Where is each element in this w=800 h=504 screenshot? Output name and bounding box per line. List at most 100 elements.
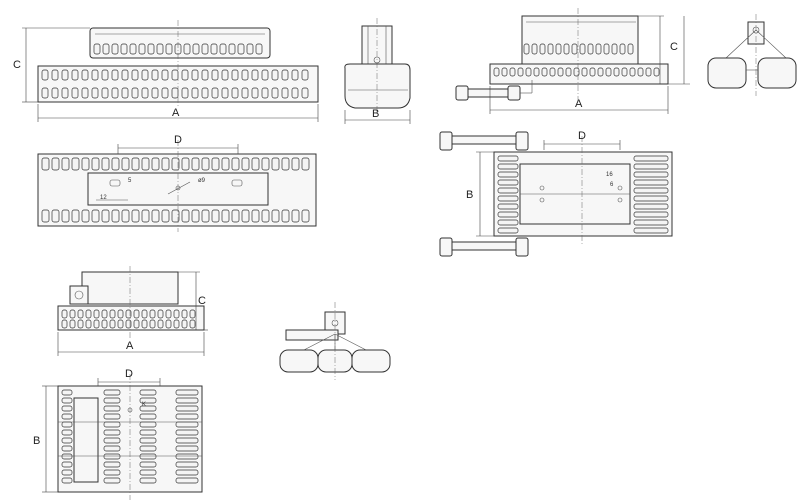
heatsink-fin: [61, 389, 73, 396]
dim-label-c: C: [198, 295, 206, 307]
heatsink-fin: [557, 67, 564, 77]
heatsink-fin: [103, 413, 121, 420]
heatsink-fin: [109, 319, 116, 329]
heatsink-fin: [571, 43, 578, 55]
heatsink-fin: [93, 309, 100, 319]
heatsink-fin: [131, 87, 139, 99]
heatsink-fin: [211, 209, 220, 223]
heatsink-fin: [61, 319, 68, 329]
heatsink-fin: [221, 87, 229, 99]
heatsink-fin: [271, 157, 280, 171]
view1-side-elevation: B: [344, 18, 411, 124]
heatsink-fin: [141, 87, 149, 99]
dim-label-b: B: [466, 189, 473, 201]
heatsink-fin: [111, 69, 119, 81]
heatsink-fin: [549, 67, 556, 77]
heatsink-fin: [281, 69, 289, 81]
heatsink-fin: [93, 319, 100, 329]
heatsink-fin: [139, 461, 157, 468]
heatsink-fin: [603, 43, 610, 55]
heatsink-fin: [103, 469, 121, 476]
heatsink-fin: [241, 87, 249, 99]
heatsink-fin: [141, 157, 150, 171]
heatsink-fin: [611, 43, 618, 55]
heatsink-fin: [61, 405, 73, 412]
heatsink-fin: [61, 469, 73, 476]
heatsink-fin: [141, 209, 150, 223]
heatsink-fin: [589, 67, 596, 77]
heatsink-fin: [547, 43, 554, 55]
view1-front-elevation: C A: [13, 20, 319, 122]
heatsink-fin: [156, 43, 164, 55]
heatsink-fin: [221, 69, 229, 81]
heatsink-fin: [633, 179, 669, 186]
heatsink-fin: [201, 87, 209, 99]
heatsink-fin: [301, 69, 309, 81]
heatsink-fin: [653, 67, 660, 77]
view1-plan-label-b: 12: [100, 195, 107, 201]
heatsink-fin: [581, 67, 588, 77]
heatsink-fin: [69, 319, 76, 329]
heatsink-fin: [261, 157, 270, 171]
heatsink-fin: [41, 157, 50, 171]
heatsink-fin: [103, 461, 121, 468]
heatsink-fin: [61, 437, 73, 444]
heatsink-fin: [81, 87, 89, 99]
heatsink-fin: [201, 43, 209, 55]
dim-label-b: B: [372, 108, 379, 120]
heatsink-fin: [149, 319, 156, 329]
heatsink-fin: [61, 69, 69, 81]
heatsink-fin: [175, 461, 199, 468]
view3-front-elevation: C A: [57, 266, 208, 356]
heatsink-fin: [131, 157, 140, 171]
heatsink-fin: [71, 157, 80, 171]
heatsink-fin: [61, 445, 73, 452]
heatsink-fin: [141, 69, 149, 81]
heatsink-fin: [171, 157, 180, 171]
heatsink-fin: [139, 421, 157, 428]
heatsink-fin: [175, 445, 199, 452]
heatsink-fin: [201, 157, 210, 171]
heatsink-fin: [139, 469, 157, 476]
heatsink-fin: [241, 157, 250, 171]
heatsink-fin: [281, 157, 290, 171]
heatsink-fin: [121, 69, 129, 81]
heatsink-fin: [139, 397, 157, 404]
heatsink-fin: [117, 309, 124, 319]
heatsink-fin: [228, 43, 236, 55]
heatsink-fin: [111, 157, 120, 171]
heatsink-fin: [291, 209, 300, 223]
heatsink-fin: [497, 171, 519, 178]
heatsink-fin: [210, 43, 218, 55]
heatsink-fin: [261, 87, 269, 99]
heatsink-fin: [191, 87, 199, 99]
heatsink-fin: [523, 43, 530, 55]
heatsink-fin: [221, 157, 230, 171]
heatsink-fin: [211, 87, 219, 99]
heatsink-fin: [211, 157, 220, 171]
heatsink-fin: [69, 309, 76, 319]
heatsink-fin: [517, 67, 524, 77]
heatsink-fin: [175, 469, 199, 476]
heatsink-fin: [165, 319, 172, 329]
heatsink-fin: [133, 319, 140, 329]
view2-plan-label-a: 16: [606, 172, 613, 178]
heatsink-fin: [51, 209, 60, 223]
heatsink-fin: [587, 43, 594, 55]
heatsink-fin: [81, 209, 90, 223]
heatsink-fin: [129, 43, 137, 55]
heatsink-fin: [41, 87, 49, 99]
heatsink-fin: [139, 437, 157, 444]
heatsink-fin: [246, 43, 254, 55]
heatsink-fin: [101, 209, 110, 223]
heatsink-fin: [221, 209, 230, 223]
view2-plan: D B 16 6: [439, 130, 673, 257]
heatsink-fin: [91, 87, 99, 99]
heatsink-fin: [619, 43, 626, 55]
view2-side-elevation: [707, 14, 797, 96]
heatsink-fin: [191, 209, 200, 223]
heatsink-fin: [175, 421, 199, 428]
heatsink-fin: [271, 87, 279, 99]
heatsink-fin: [139, 413, 157, 420]
heatsink-fin: [175, 413, 199, 420]
